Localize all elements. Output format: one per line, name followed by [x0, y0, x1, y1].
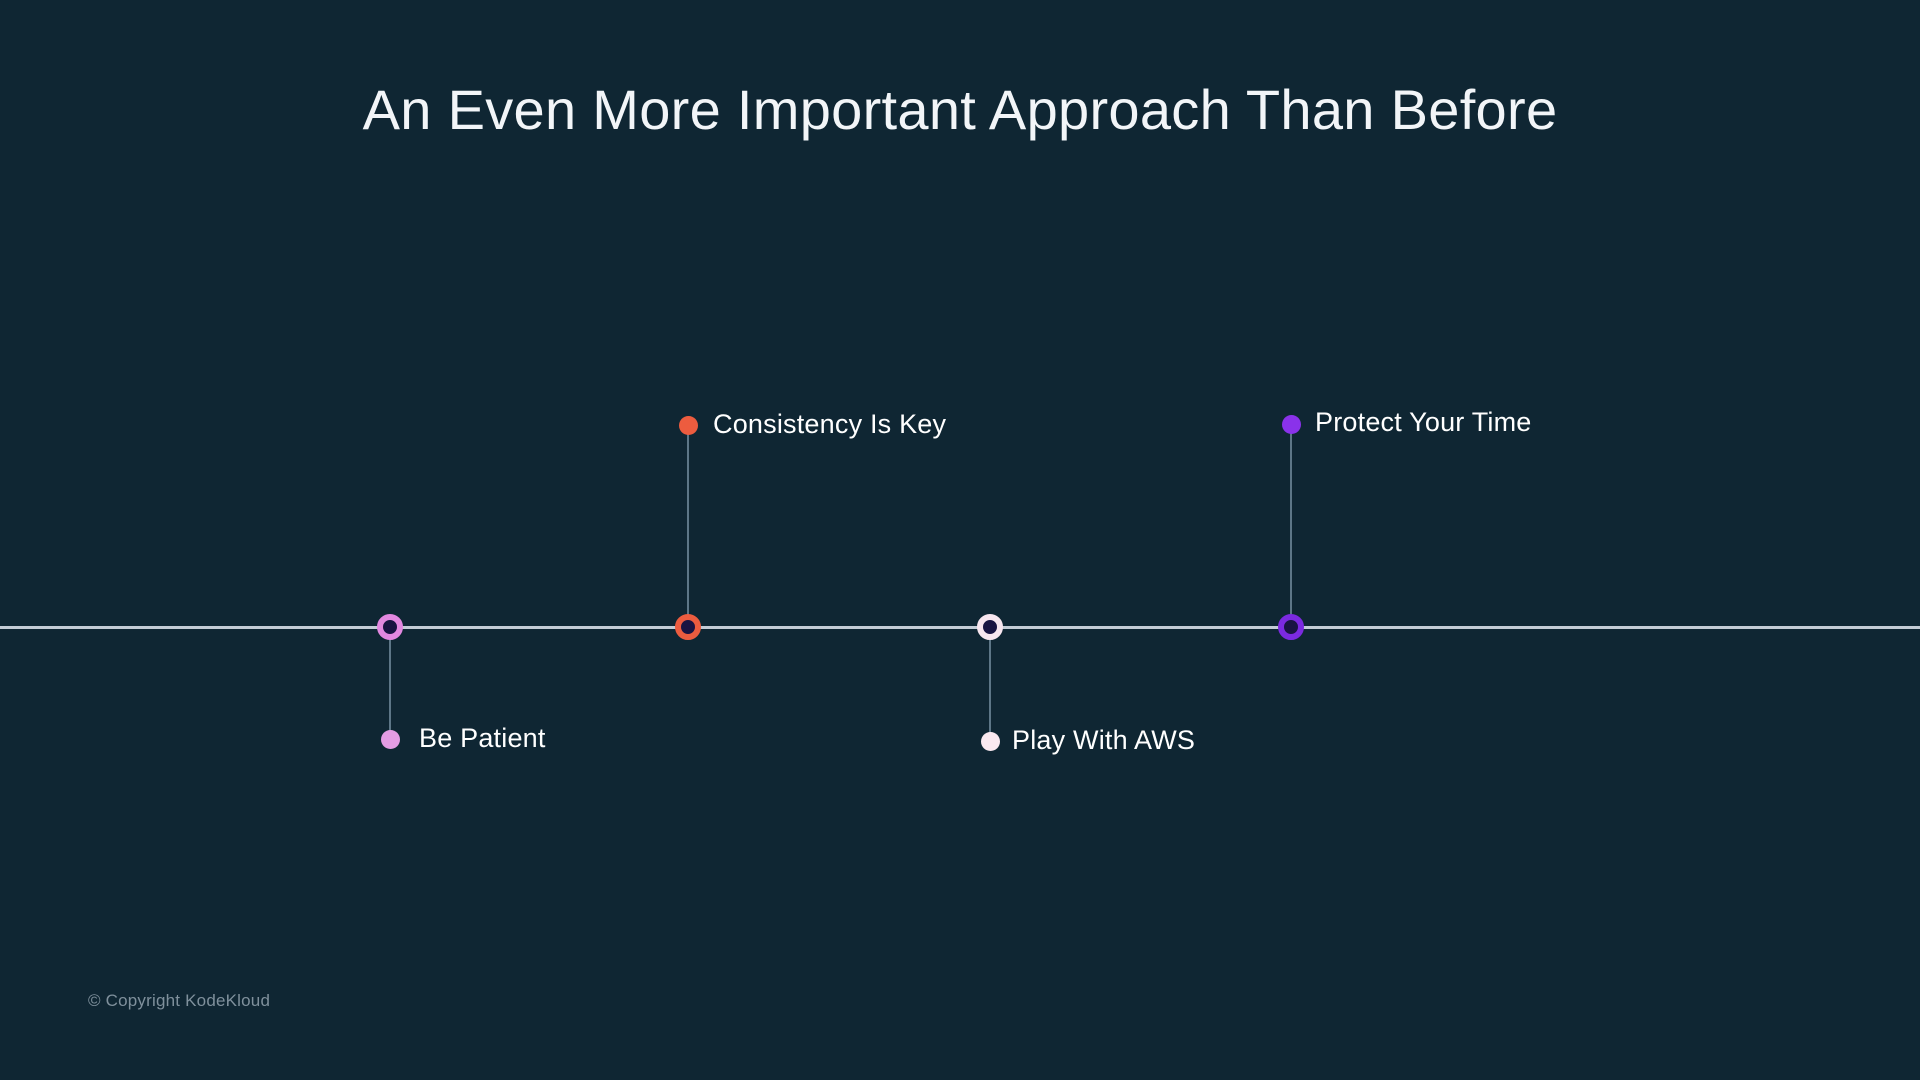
timeline-marker-icon[interactable]: [977, 614, 1003, 640]
timeline-item-label: Consistency Is Key: [713, 409, 947, 439]
copyright-notice: © Copyright KodeKloud: [88, 991, 271, 1010]
page-title: An Even More Important Approach Than Bef…: [362, 78, 1558, 141]
timeline-item-label: Play With AWS: [1012, 725, 1196, 755]
timeline-label-dot-icon: [380, 729, 400, 749]
timeline-label-dot-icon: [678, 415, 698, 435]
timeline-axis: [0, 626, 1920, 629]
timeline-connector: [389, 628, 391, 739]
timeline-label-dot-icon: [1281, 414, 1301, 434]
timeline-label-dot-icon: [980, 731, 1000, 751]
timeline-marker-icon[interactable]: [675, 614, 701, 640]
timeline-marker-icon[interactable]: [1278, 614, 1304, 640]
timeline-marker-icon[interactable]: [377, 614, 403, 640]
timeline-connector: [989, 628, 991, 741]
timeline-item-label: Protect Your Time: [1315, 407, 1532, 437]
timeline-connector: [687, 425, 689, 626]
timeline-connector: [1290, 424, 1292, 626]
timeline-item-label: Be Patient: [419, 723, 546, 753]
